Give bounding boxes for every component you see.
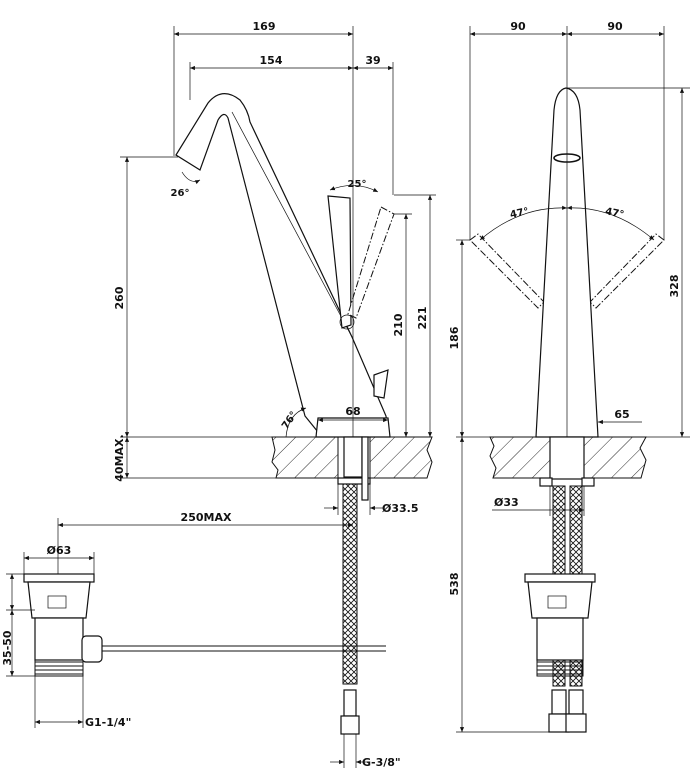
dim-65: 65 (614, 408, 629, 421)
front-waste-pipe (536, 617, 584, 661)
front-waste-cap (524, 573, 596, 583)
front-hose-right-nut (565, 713, 587, 733)
side-knob (373, 369, 389, 399)
dim-25-arc (329, 185, 379, 193)
side-hose-end (343, 689, 357, 717)
dim-25: 25° (348, 179, 367, 190)
side-lever-pivot (339, 314, 355, 330)
dim-g38: G-3/8" (362, 756, 401, 769)
dim-47-arc-r (566, 205, 655, 241)
side-spout (175, 93, 389, 433)
front-shank (549, 436, 585, 480)
waste-cap (23, 573, 95, 583)
dim-40max: 40MAX. (113, 434, 126, 481)
dim-68: 68 (345, 405, 360, 418)
side-rod (361, 436, 369, 501)
side-countertop-left (271, 436, 339, 479)
dim-90-left: 90 (510, 20, 526, 33)
dim-39: 39 (365, 54, 380, 67)
dim-76-arc (285, 407, 307, 438)
dim-47-left: 47° (509, 206, 530, 221)
dim-250max: 250MAX (181, 511, 232, 524)
side-outlet (175, 154, 201, 171)
waste-body (27, 581, 91, 619)
front-countertop-right (583, 436, 647, 479)
side-hose-nut (340, 715, 360, 735)
dim-221: 221 (416, 307, 429, 330)
front-nut-r (581, 477, 595, 487)
waste-thread (34, 659, 84, 677)
dim-90-right: 90 (607, 20, 623, 33)
dim-63: Ø63 (47, 544, 72, 557)
front-lever-left (469, 233, 545, 309)
dim-26: 26° (171, 188, 190, 199)
front-waste-slot (547, 595, 567, 609)
dim-169: 169 (253, 20, 276, 33)
dim-26-arc (181, 171, 201, 185)
side-lever-closed (327, 195, 352, 329)
waste-slot (47, 595, 67, 609)
dim-210: 210 (392, 313, 405, 336)
dim-328: 328 (668, 275, 681, 298)
front-nut-l (539, 477, 553, 487)
dim-538: 538 (448, 573, 461, 596)
dim-186: 186 (448, 326, 461, 349)
side-hose (342, 483, 358, 685)
front-waste-thread (536, 659, 584, 677)
dim-3550: 35-50 (1, 630, 14, 666)
waste-connector (81, 635, 103, 663)
front-waste-body (527, 581, 593, 619)
front-hose-right-end (568, 689, 584, 715)
side-shank (343, 436, 363, 478)
dim-154: 154 (260, 54, 283, 67)
dim-47-arc-l (479, 205, 568, 241)
side-lever-open (347, 206, 395, 319)
dim-g114: G1-1/4" (85, 716, 131, 729)
front-lever-right (589, 233, 665, 309)
side-view: 169 154 39 25° 26° 260 40MAX. 210 221 (1, 20, 436, 769)
side-spout-inner-line (231, 111, 353, 338)
waste-pipe-top (34, 617, 84, 661)
front-view: 90 90 47° 47° 328 186 65 Ø33 538 (448, 20, 690, 733)
front-countertop-left (489, 436, 551, 479)
dim-33: Ø33 (494, 496, 519, 509)
dim-47-right: 47° (604, 206, 625, 221)
dim-335: Ø33.5 (382, 502, 419, 515)
side-countertop-right (369, 436, 433, 479)
dim-260: 260 (113, 286, 126, 309)
front-hose-left-end (551, 689, 567, 715)
